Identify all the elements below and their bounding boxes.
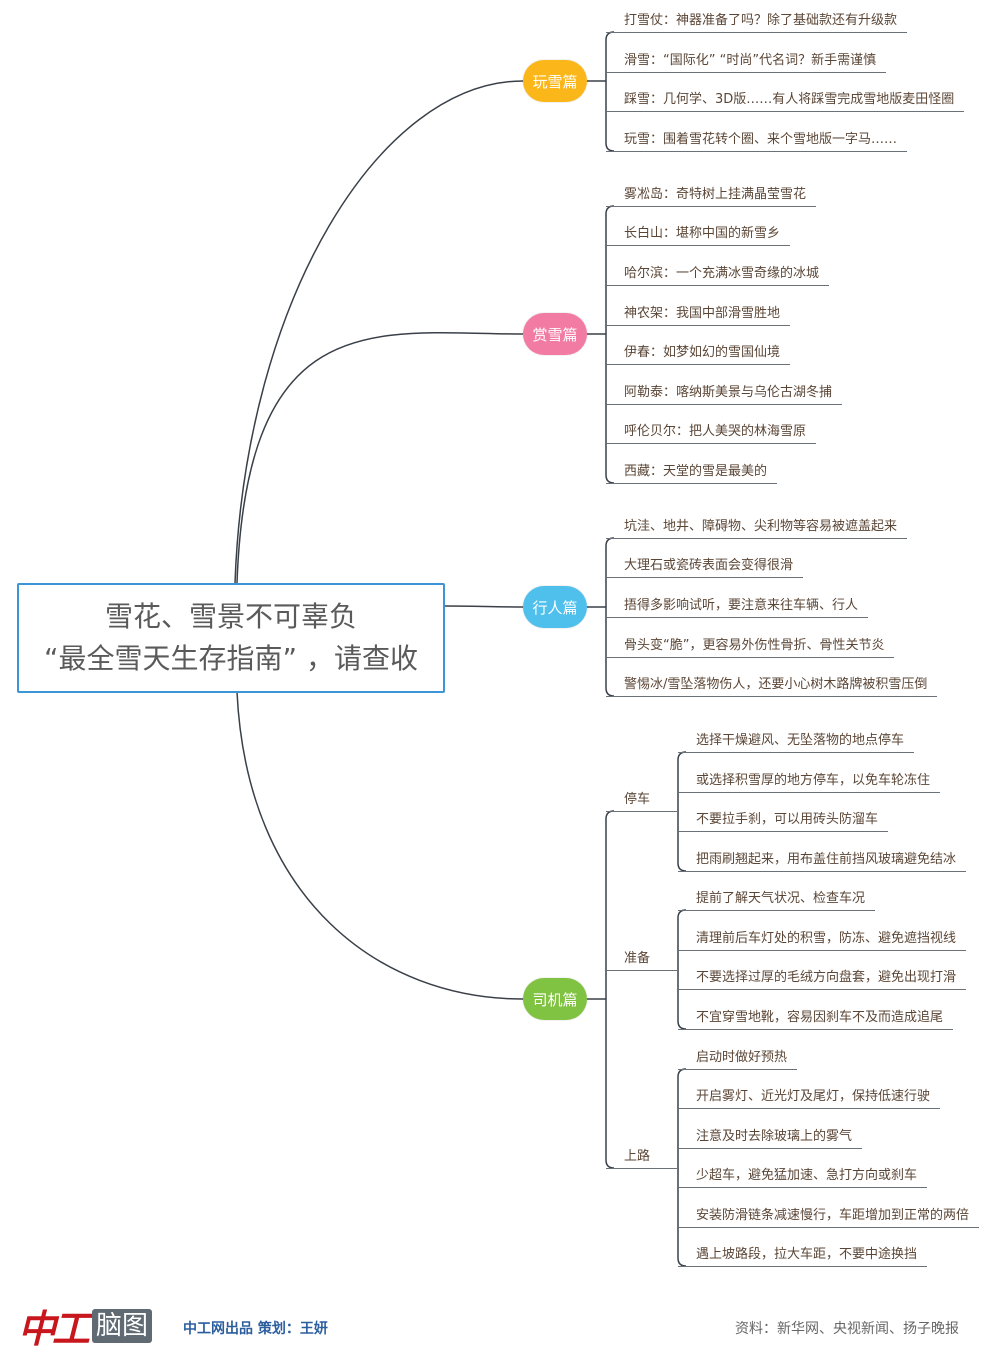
leaf-item[interactable]: 雾凇岛：奇特树上挂满晶莹雪花	[606, 186, 817, 207]
leaf-item[interactable]: 呼伦贝尔：把人美哭的林海雪原	[606, 423, 817, 444]
leaf-item[interactable]: 骨头变“脆”，更容易外伤性骨折、骨性关节炎	[606, 637, 895, 658]
leaf-item[interactable]: 注意及时去除玻璃上的雾气	[678, 1128, 863, 1149]
subtopic[interactable]: 停车	[606, 791, 678, 812]
link-play	[234, 80, 524, 584]
bracket-drive	[605, 810, 615, 1169]
leaf-item[interactable]: 捂得多影响试听，要注意来往车辆、行人	[606, 597, 869, 618]
central-title-line1: 雪花、雪景不可辜负	[104, 600, 357, 633]
leaf-item[interactable]: 提前了解天气状况、检查车况	[678, 890, 876, 911]
link-drive	[236, 691, 524, 1000]
leaf-item[interactable]: 大理石或瓷砖表面会变得很滑	[606, 557, 804, 578]
leaf-item[interactable]: 长白山：堪称中国的新雪乡	[606, 225, 791, 246]
category-walk[interactable]: 行人篇	[523, 586, 587, 628]
leaf-item[interactable]: 遇上坡路段，拉大车距，不要中途换挡	[678, 1246, 928, 1267]
leaf-item[interactable]: 不要选择过厚的毛绒方向盘套，避免出现打滑	[678, 969, 967, 990]
leaf-item[interactable]: 坑洼、地井、障碍物、尖利物等容易被遮盖起来	[606, 518, 908, 539]
category-play[interactable]: 玩雪篇	[523, 60, 587, 102]
logo-box-text: 脑图	[92, 1308, 153, 1343]
link-walk	[444, 605, 524, 608]
leaf-item[interactable]: 警惕冰/雪坠落物伤人，还要小心树木路牌被积雪压倒	[606, 676, 938, 697]
credit-text: 中工网出品 策划：王妍	[183, 1321, 328, 1337]
subtopic[interactable]: 准备	[606, 950, 678, 971]
central-title-line2: “最全雪天生存指南” ，请查收	[44, 642, 418, 675]
leaf-item[interactable]: 打雪仗：神器准备了吗？除了基础款还有升级款	[606, 12, 908, 33]
leaf-item[interactable]: 滑雪：“国际化” “时尚”代名词？新手需谨慎	[606, 52, 887, 73]
leaf-item[interactable]: 伊春：如梦如幻的雪国仙境	[606, 344, 791, 365]
leaf-item[interactable]: 把雨刷翘起来，用布盖住前挡风玻璃避免结冰	[678, 851, 967, 872]
category-view[interactable]: 赏雪篇	[523, 313, 587, 355]
leaf-item[interactable]: 安装防滑链条减速慢行，车距增加到正常的两倍	[678, 1207, 980, 1228]
leaf-item[interactable]: 踩雪：几何学、3D版……有人将踩雪完成雪地版麦田怪圈	[606, 91, 965, 112]
logo: 中工 脑图	[18, 1298, 153, 1353]
central-topic: 雪花、雪景不可辜负 “最全雪天生存指南” ，请查收	[17, 583, 445, 693]
leaf-item[interactable]: 神农架：我国中部滑雪胜地	[606, 305, 791, 326]
logo-red-text: 中工	[18, 1306, 90, 1351]
leaf-item[interactable]: 清理前后车灯处的积雪，防冻、避免遮挡视线	[678, 930, 967, 951]
leaf-item[interactable]: 开启雾灯、近光灯及尾灯，保持低速行驶	[678, 1088, 941, 1109]
leaf-item[interactable]: 选择干燥避风、无坠落物的地点停车	[678, 732, 915, 753]
leaf-item[interactable]: 阿勒泰：喀纳斯美景与乌伦古湖冬捕	[606, 384, 843, 405]
category-drive[interactable]: 司机篇	[523, 978, 587, 1020]
leaf-item[interactable]: 哈尔滨：一个充满冰雪奇缘的冰城	[606, 265, 830, 286]
source-text: 资料：新华网、央视新闻、扬子晚报	[735, 1321, 959, 1337]
leaf-item[interactable]: 不宜穿雪地靴，容易因刹车不及而造成追尾	[678, 1009, 954, 1030]
leaf-item[interactable]: 玩雪：围着雪花转个圈、来个雪地版一字马……	[606, 131, 908, 152]
leaf-item[interactable]: 或选择积雪厚的地方停车，以免车轮冻住	[678, 772, 941, 793]
leaf-item[interactable]: 不要拉手刹，可以用砖头防溜车	[678, 811, 889, 832]
leaf-item[interactable]: 少超车，避免猛加速、急打方向或刹车	[678, 1167, 928, 1188]
leaf-item[interactable]: 西藏：天堂的雪是最美的	[606, 463, 778, 484]
subtopic[interactable]: 上路	[606, 1148, 678, 1169]
leaf-item[interactable]: 启动时做好预热	[678, 1049, 798, 1070]
link-view	[236, 331, 524, 584]
